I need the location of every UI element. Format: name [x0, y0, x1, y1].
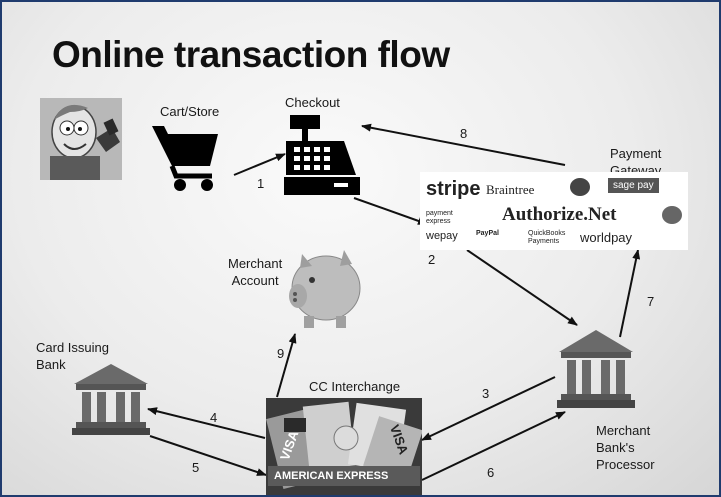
arrow-1: [233, 153, 286, 176]
arrow-6: [421, 411, 566, 481]
quickbooks-logo: QuickBooks Payments: [528, 230, 566, 245]
step-label-4: 4: [210, 410, 218, 425]
merchant-account-line-2: Account: [231, 273, 279, 288]
step-label-1: 1: [257, 176, 265, 191]
credit-cards-icon: VISA VISA AMERICAN EXPRESS: [266, 398, 423, 495]
step-label-5: 5: [192, 460, 200, 475]
worldpay-logo: worldpay: [580, 230, 633, 245]
piggy-bank-icon: [286, 240, 366, 332]
cart-label: Cart/Store: [160, 104, 220, 119]
step-label-6: 6: [487, 465, 495, 480]
cash-register-icon: [282, 113, 362, 197]
merchant-bank-line-1: Merchant: [596, 423, 651, 438]
merchant-bank-line-3: Processor: [596, 457, 655, 472]
arrow-7: [619, 249, 641, 338]
card-issuing-bank-line-1: Card Issuing: [36, 340, 109, 355]
step-label-3: 3: [482, 386, 490, 401]
cartoon-character-icon: [40, 98, 122, 180]
merchant-bank-processor-label: Merchant Bank's Processor: [596, 422, 655, 473]
braintree-logo: Braintree: [486, 182, 535, 197]
card-issuing-bank-icon: [72, 362, 150, 436]
step-label-9: 9: [277, 346, 285, 361]
gateway-logos-panel: stripe Braintree sage pay payment expres…: [420, 172, 688, 250]
card-issuing-bank-label: Card Issuing Bank: [36, 339, 109, 373]
card-issuing-bank-line-2: Bank: [36, 357, 66, 372]
stripe-logo: stripe: [426, 178, 481, 200]
paypal-logo: PayPal: [476, 230, 499, 237]
merchant-account-line-1: Merchant: [228, 256, 283, 271]
payment-express-logo: payment express: [426, 210, 453, 225]
checkout-label: Checkout: [285, 95, 340, 110]
arrow-3: [421, 376, 556, 441]
authorize-net-logo: Authorize.Net: [502, 204, 617, 225]
arrow-8: [361, 123, 566, 166]
step-label-8: 8: [460, 126, 468, 141]
arrow-2: [353, 197, 428, 225]
step-label-7: 7: [647, 294, 655, 309]
page-title: Online transaction flow: [52, 34, 450, 75]
sagepay-logo: sage pay: [608, 178, 659, 193]
wepay-logo: wepay: [426, 230, 458, 242]
generic-badge-logo: [662, 206, 682, 224]
merchant-bank-icon: [557, 328, 635, 410]
amex-card-text: AMERICAN EXPRESS: [274, 470, 389, 482]
cc-interchange-label: CC Interchange: [309, 379, 401, 394]
payment-gateway-line-1: Payment: [610, 146, 662, 161]
generic-round-logo: [570, 178, 590, 196]
arrow-4: [147, 407, 266, 439]
arrow-2b: [466, 249, 578, 326]
arrow-5: [149, 435, 267, 476]
step-label-2: 2: [428, 252, 436, 267]
merchant-account-label: Merchant Account: [228, 255, 282, 289]
shopping-cart-icon: [150, 120, 222, 194]
arrow-9: [276, 333, 297, 398]
merchant-bank-line-2: Bank's: [596, 440, 635, 455]
